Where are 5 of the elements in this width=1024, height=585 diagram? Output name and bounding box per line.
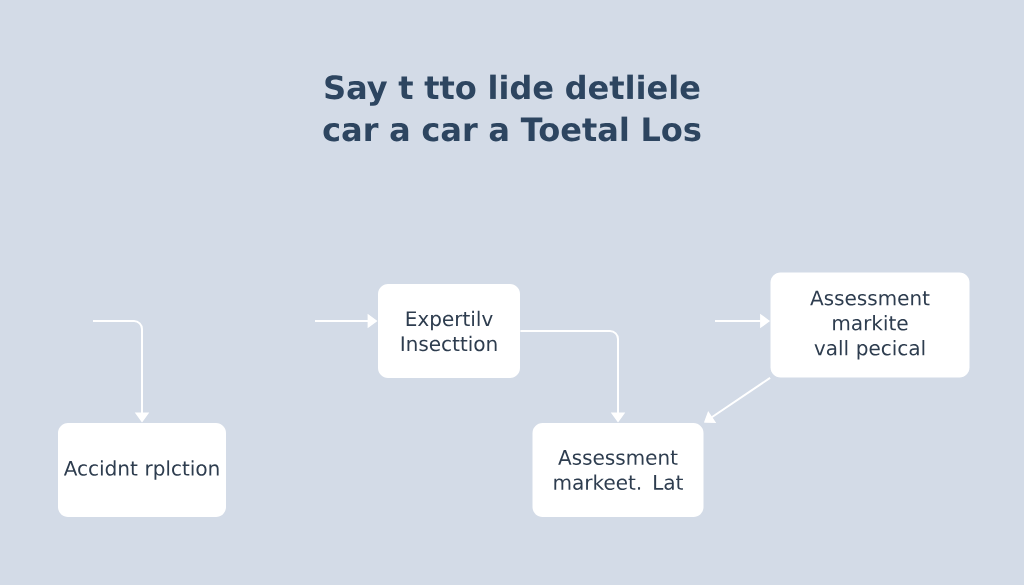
process-box: Expertilv Insecttion <box>378 284 520 378</box>
process-box: Accidnt rplction <box>58 423 226 517</box>
process-box: Assessment markeet. Lat <box>532 423 704 517</box>
process-box: Assessment markite vall pecical <box>770 272 970 378</box>
title: Say t tto lide detliele car a car a Toetal Los <box>323 74 701 142</box>
